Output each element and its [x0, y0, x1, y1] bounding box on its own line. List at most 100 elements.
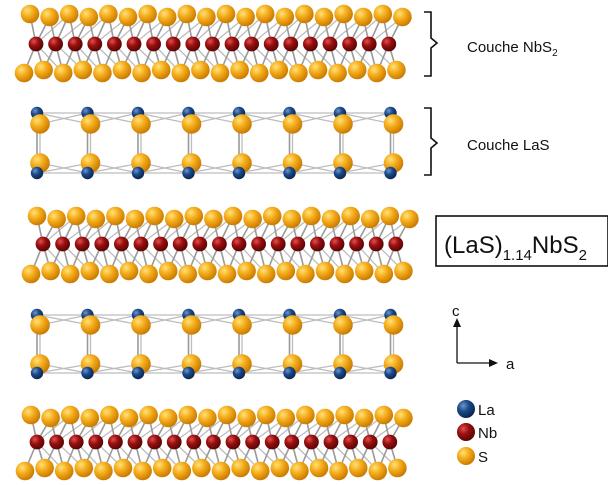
nb-atom [284, 434, 300, 450]
nb-atom [133, 236, 149, 252]
s-atom [125, 209, 145, 229]
nb-atom [126, 36, 142, 52]
s-atom [80, 114, 101, 134]
nbs2-layer-label: Couche NbS2 [467, 39, 558, 59]
s-atom [181, 315, 202, 335]
nb-atom [49, 434, 64, 450]
s-atom [53, 63, 73, 83]
s-atom [164, 209, 184, 229]
legend-item-la: La [457, 400, 495, 419]
s-atom [118, 7, 138, 27]
nb-atom [342, 36, 357, 52]
legend-nb-label: Nb [478, 425, 497, 442]
s-atom [255, 4, 275, 24]
nb-atom [362, 434, 378, 450]
nb-atom [29, 434, 45, 450]
nb-atom [94, 236, 110, 252]
s-atom [217, 264, 237, 284]
s-atom [171, 63, 191, 83]
nb-atom [329, 236, 345, 252]
s-atom [353, 7, 373, 27]
s-atom [191, 60, 210, 80]
nb-atom [165, 36, 181, 52]
s-atom [315, 408, 335, 428]
s-atom [198, 261, 217, 281]
s-atom [329, 461, 348, 481]
s-atom [157, 7, 177, 27]
s-atom [131, 114, 151, 134]
s-atom [145, 206, 164, 226]
s-atom [289, 63, 308, 83]
s-atom [41, 408, 60, 428]
s-atom [152, 458, 172, 478]
la-atom [384, 366, 397, 380]
axes-indicator: c a [452, 303, 515, 373]
nb-atom [381, 36, 397, 52]
s-atom [393, 7, 412, 27]
s-atom [334, 4, 353, 24]
s-atom [354, 408, 374, 428]
legend-s-label: S [478, 449, 488, 466]
nb-atom [225, 434, 241, 450]
element-legend: La Nb S [457, 400, 497, 466]
la-atom [333, 366, 347, 380]
s-atom [262, 206, 282, 226]
s-atom [100, 264, 119, 284]
nb-atom-icon [457, 423, 475, 441]
s-atom [34, 60, 53, 80]
nb-atom [224, 36, 240, 52]
s-atom [335, 264, 354, 284]
s-atom [296, 405, 315, 425]
s-atom [151, 60, 171, 80]
s-atom [380, 206, 400, 226]
s-atom [321, 209, 341, 229]
nb-atom [146, 36, 162, 52]
s-atom [66, 206, 86, 226]
nb-atom [108, 434, 123, 450]
s-atom [181, 114, 202, 134]
atomic-layers [14, 4, 419, 481]
s-atom [360, 209, 380, 229]
s-atom [269, 60, 289, 80]
s-atom [256, 264, 276, 284]
s-atom [139, 264, 158, 284]
s-atom [335, 405, 354, 425]
s-atom [270, 458, 290, 478]
nb-atom [382, 434, 398, 450]
la-atom [283, 166, 296, 180]
s-atom [290, 461, 309, 481]
s-atom [236, 7, 255, 27]
s-atom [178, 264, 198, 284]
nb-atom [35, 236, 51, 252]
s-atom [367, 63, 387, 83]
legend-item-s: S [457, 447, 488, 466]
nb-atom [245, 434, 260, 450]
nb-atom [166, 434, 182, 450]
s-atom [373, 4, 393, 24]
s-atom [341, 206, 360, 226]
las-layer-2 [30, 308, 404, 380]
s-atom [99, 4, 118, 24]
s-atom [211, 461, 231, 481]
s-atom [60, 405, 80, 425]
nb-atom [361, 36, 377, 52]
nb-atom [206, 434, 221, 450]
la-atom [131, 166, 145, 180]
nb-atom [88, 434, 104, 450]
las-layer-label: Couche LaS [467, 137, 550, 154]
nb-atom [28, 36, 44, 52]
s-atom [374, 264, 394, 284]
la-atom [232, 166, 246, 180]
nb-atom [244, 36, 259, 52]
la-atom-icon [457, 400, 475, 418]
la-atom [81, 166, 94, 180]
s-atom [282, 315, 303, 335]
s-atom [113, 458, 133, 478]
s-atom [383, 114, 404, 134]
nb-atom [127, 434, 143, 450]
s-atom [80, 315, 101, 335]
s-atom [74, 458, 94, 478]
s-atom [232, 114, 252, 134]
s-atom [80, 261, 100, 281]
